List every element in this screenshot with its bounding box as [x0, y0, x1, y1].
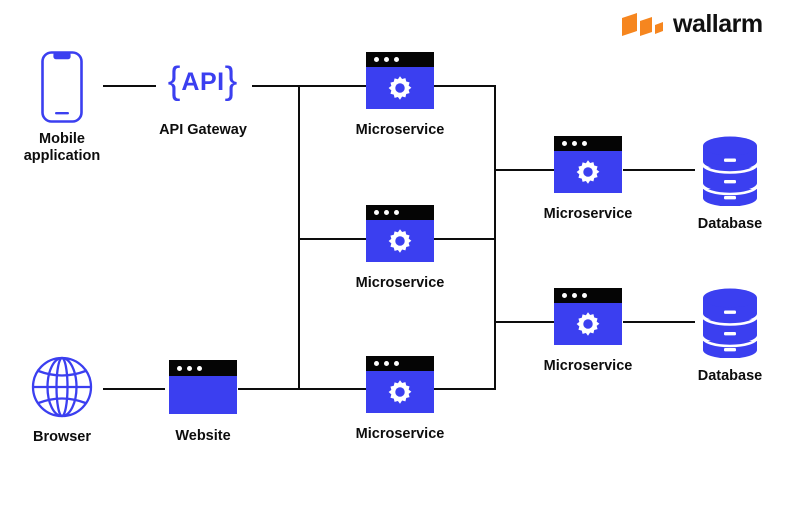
node-microservice-1[interactable]: Microservice	[340, 52, 460, 139]
gear-icon	[576, 160, 600, 184]
window-dot-icon	[562, 141, 567, 146]
node-microservice-5[interactable]: Microservice	[528, 288, 648, 375]
edge-microservice-1-to-bus	[434, 85, 496, 87]
gear-icon	[388, 76, 412, 100]
window-dot-icon	[582, 293, 587, 298]
smartphone-icon	[41, 51, 83, 123]
window-dot-icon	[572, 293, 577, 298]
window-dot-icon	[374, 361, 379, 366]
edge-microservice-4-to-database-1	[623, 169, 695, 171]
node-microservice-4[interactable]: Microservice	[528, 136, 648, 223]
window-dot-icon	[394, 57, 399, 62]
edge-api-gateway-to-bus	[252, 85, 300, 87]
node-label: Microservice	[355, 426, 445, 442]
node-microservice-2[interactable]: Microservice	[340, 205, 460, 292]
browser-window-icon	[169, 360, 237, 414]
edge-bus-to-microservice-5	[494, 321, 554, 323]
database-cylinder-icon	[701, 136, 759, 206]
node-api-gateway[interactable]: {API} API Gateway	[143, 62, 263, 139]
gear-icon	[576, 312, 600, 336]
gear-window-icon	[366, 356, 434, 413]
window-dot-icon	[394, 361, 399, 366]
wallarm-wordmark: wallarm	[673, 9, 763, 38]
window-dot-icon	[374, 210, 379, 215]
edge-website-to-bus	[238, 388, 300, 390]
window-dot-icon	[394, 210, 399, 215]
gear-icon	[388, 229, 412, 253]
edge-microservice-3-to-bus	[434, 388, 496, 390]
node-label: Database	[697, 216, 763, 232]
node-label: Microservice	[543, 358, 633, 374]
globe-icon	[31, 356, 93, 418]
edge-mobile-to-api-gateway	[103, 85, 156, 87]
node-label: Database	[697, 368, 763, 384]
node-label: Browser	[32, 429, 92, 445]
edge-browser-to-website	[103, 388, 165, 390]
node-browser[interactable]: Browser	[2, 355, 122, 446]
database-cylinder-icon	[701, 288, 759, 358]
edge-bus-to-microservice-4	[494, 169, 554, 171]
service-bus-right	[494, 85, 496, 389]
gear-icon	[388, 380, 412, 404]
api-braces-icon: {API}	[167, 60, 239, 102]
window-dot-icon	[562, 293, 567, 298]
node-label: Microservice	[543, 206, 633, 222]
gear-window-icon	[554, 136, 622, 193]
edge-bus-to-microservice-1	[298, 85, 366, 87]
window-dot-icon	[384, 57, 389, 62]
node-label: Microservice	[355, 275, 445, 291]
node-microservice-3[interactable]: Microservice	[340, 356, 460, 443]
window-dot-icon	[384, 210, 389, 215]
node-mobile-application[interactable]: Mobile application	[2, 50, 122, 164]
window-dot-icon	[572, 141, 577, 146]
gear-window-icon	[554, 288, 622, 345]
node-database-1[interactable]: Database	[670, 134, 790, 233]
wallarm-slashes-icon	[622, 13, 663, 36]
node-label: API Gateway	[159, 122, 247, 138]
window-dot-icon	[177, 365, 182, 371]
edge-bus-to-microservice-3	[298, 388, 366, 390]
gear-window-icon	[366, 52, 434, 109]
node-website[interactable]: Website	[143, 360, 263, 445]
window-dot-icon	[384, 361, 389, 366]
window-dot-icon	[374, 57, 379, 62]
edge-microservice-5-to-database-2	[623, 321, 695, 323]
window-dot-icon	[582, 141, 587, 146]
service-bus-left	[298, 85, 300, 389]
window-dot-icon	[187, 365, 192, 371]
edge-microservice-2-to-bus	[434, 238, 496, 240]
window-dot-icon	[197, 365, 202, 371]
node-database-2[interactable]: Database	[670, 286, 790, 385]
edge-bus-to-microservice-2	[298, 238, 366, 240]
node-label: Website	[175, 428, 231, 444]
node-label: Mobile application	[23, 131, 101, 164]
wallarm-logo: wallarm	[620, 8, 780, 40]
gear-window-icon	[366, 205, 434, 262]
node-label: Microservice	[355, 122, 445, 138]
